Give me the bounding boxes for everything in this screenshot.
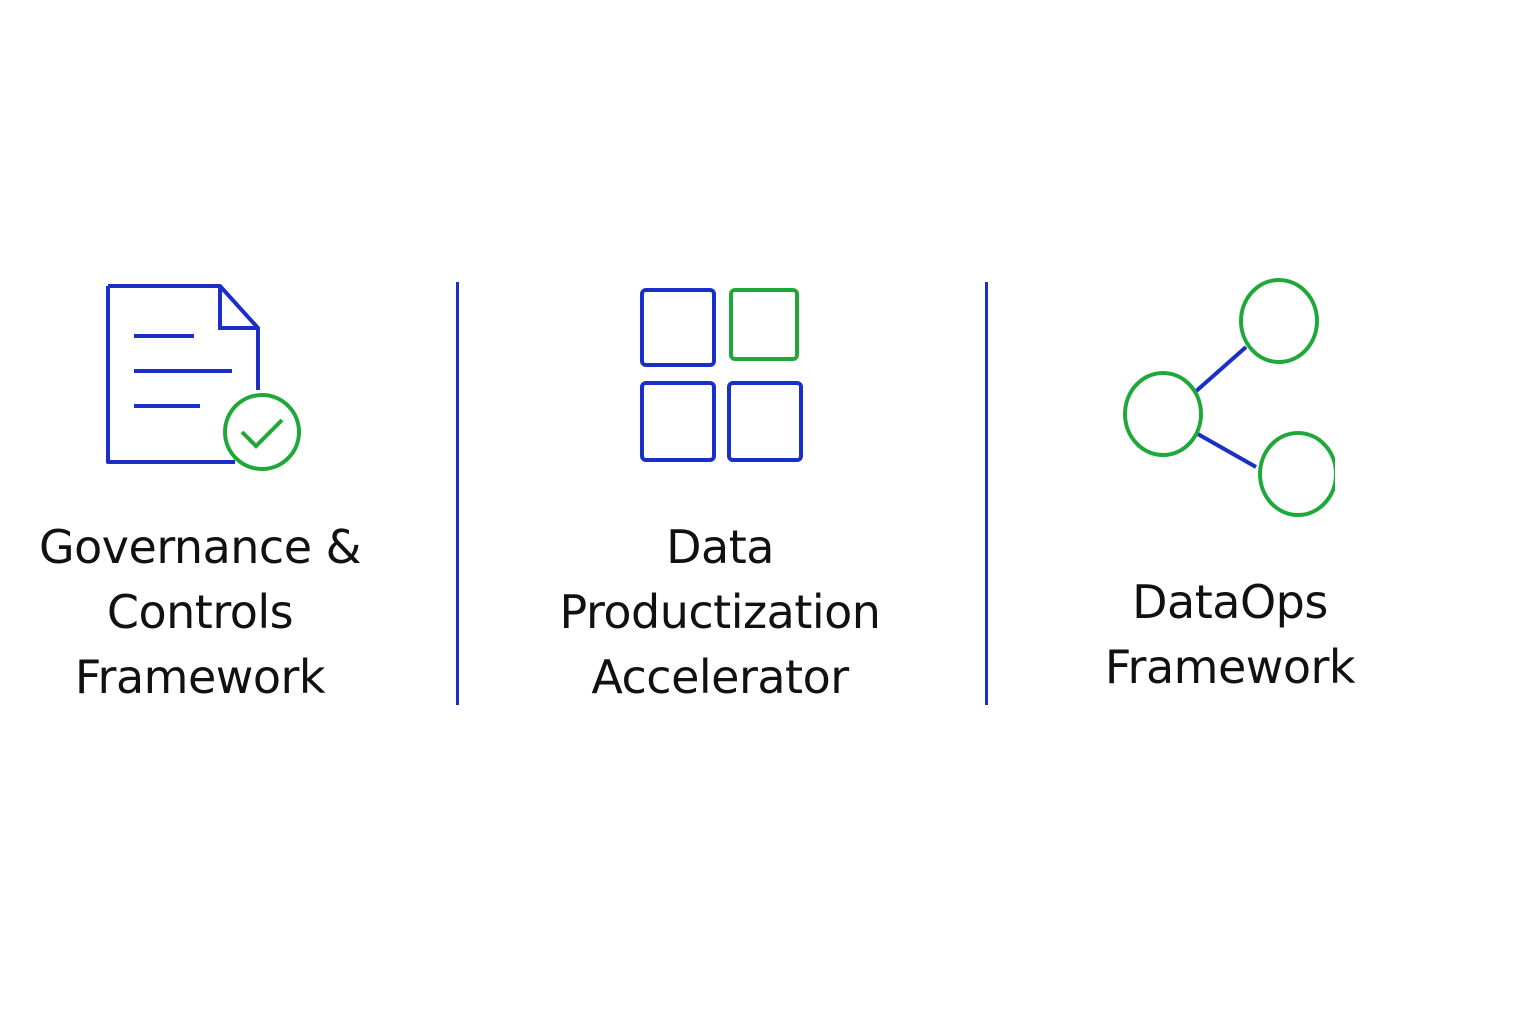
divider (985, 282, 988, 705)
document-check-icon (106, 284, 301, 471)
divider (456, 282, 459, 705)
grid-squares-icon (640, 288, 803, 462)
share-nodes-icon (1123, 278, 1335, 517)
